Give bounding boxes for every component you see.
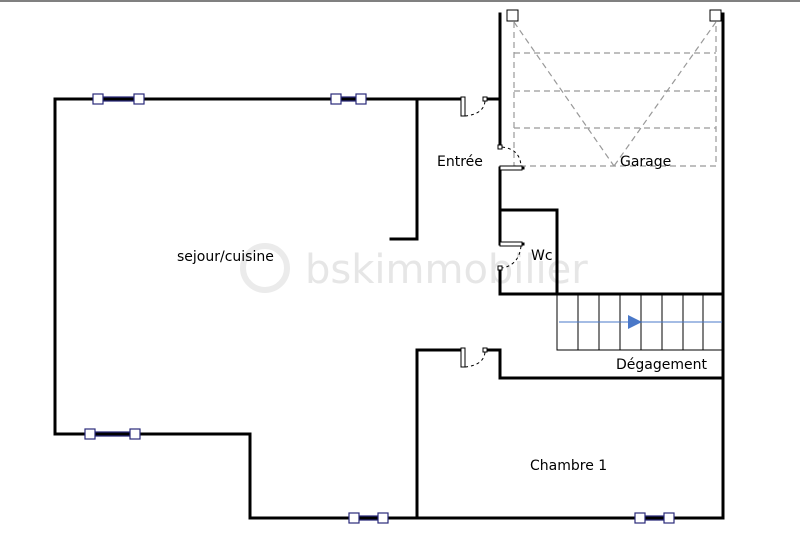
garage-door bbox=[506, 9, 722, 167]
room-label-garage: Garage bbox=[620, 154, 671, 170]
room-label-sejour: sejour/cuisine bbox=[177, 249, 274, 265]
stair-arrow-icon bbox=[628, 315, 642, 329]
window-sejour-top-2 bbox=[330, 93, 367, 105]
room-label-degagement: Dégagement bbox=[616, 357, 707, 373]
watermark: bskimmobilier bbox=[240, 243, 588, 293]
door-wc bbox=[497, 241, 523, 271]
door-chambre bbox=[460, 347, 488, 368]
window-sejour-top-1 bbox=[92, 93, 145, 105]
window-sejour-bottom bbox=[348, 512, 389, 524]
window-chambre bbox=[634, 512, 675, 524]
watermark-text: bskimmobilier bbox=[305, 247, 588, 293]
room-label-chambre: Chambre 1 bbox=[530, 458, 607, 474]
door-entree-top bbox=[460, 96, 488, 117]
window-sejour-bottom-left bbox=[84, 428, 141, 440]
door-entree-garage bbox=[497, 144, 523, 171]
room-label-entree: Entrée bbox=[437, 154, 483, 170]
staircase bbox=[556, 293, 724, 351]
room-label-wc: Wc bbox=[531, 248, 553, 264]
